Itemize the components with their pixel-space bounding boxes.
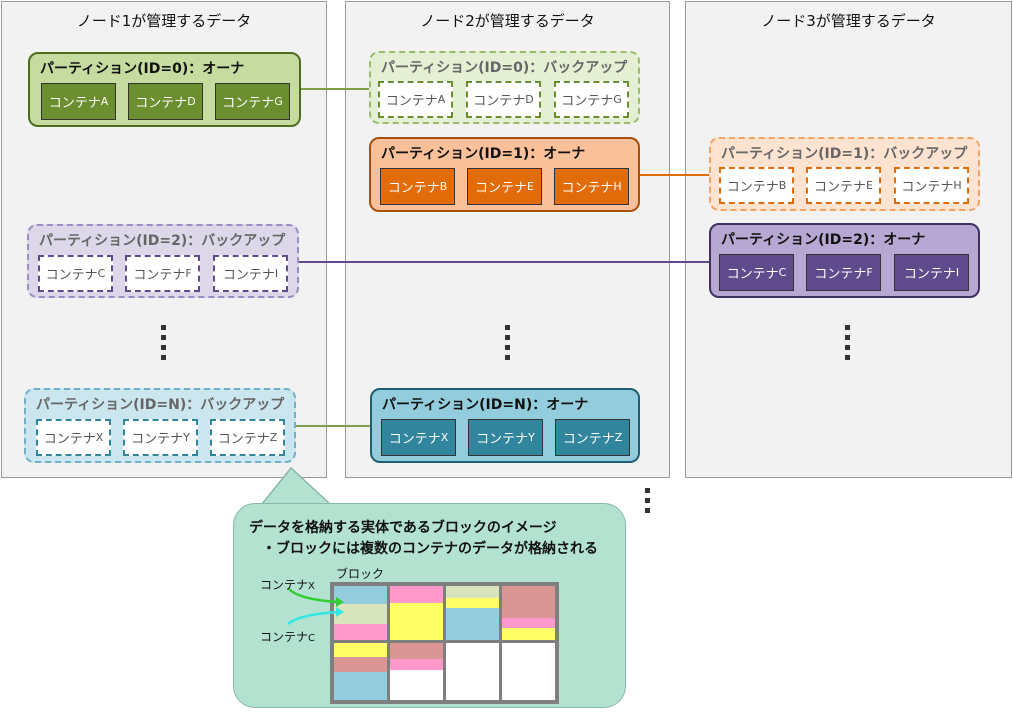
container-x-arrow (288, 588, 341, 604)
block-cell (334, 586, 387, 604)
partition-title: パーティション(ID=1)：オーナ (381, 146, 586, 162)
node-3-title: ノード3が管理するデータ (761, 12, 936, 30)
block-cell (446, 643, 499, 700)
partition-title: パーティション(ID=0)：オーナ (40, 61, 245, 77)
partition-title: パーティション(ID=N)：バックアップ (36, 397, 285, 413)
container-x-label: コンテナX (260, 578, 315, 592)
partition-title: パーティション(ID=1)：バックアップ (721, 146, 968, 162)
block-cell (446, 586, 499, 598)
partition-title: パーティション(ID=2)：オーナ (721, 232, 926, 248)
partition-title: パーティション(ID=2)：バックアップ (39, 233, 286, 249)
block-cell (502, 643, 555, 700)
block-cell (334, 643, 387, 657)
container-c-label: コンテナC (260, 630, 315, 644)
callout-heading: データを格納する実体であるブロックのイメージ (249, 520, 557, 536)
ellipsis-node-2 (505, 325, 511, 365)
partition-title: パーティション(ID=0)：バックアップ (381, 60, 628, 76)
node-1-title: ノード1が管理するデータ (76, 12, 252, 30)
block-cell (390, 643, 443, 659)
block-cell (502, 586, 555, 618)
ellipsis-node-1 (161, 325, 167, 365)
callout-bullet: ・ブロックには複数のコンテナのデータが格納される (262, 541, 598, 557)
block-label: ブロック (336, 567, 385, 581)
node-2-title: ノード2が管理するデータ (420, 12, 595, 30)
block-cell (390, 586, 443, 603)
container-c-arrow (287, 610, 341, 626)
ellipsis-more-nodes (645, 488, 651, 518)
partition-title: パーティション(ID=N)：オーナ (382, 397, 589, 413)
ellipsis-node-3 (845, 325, 851, 365)
